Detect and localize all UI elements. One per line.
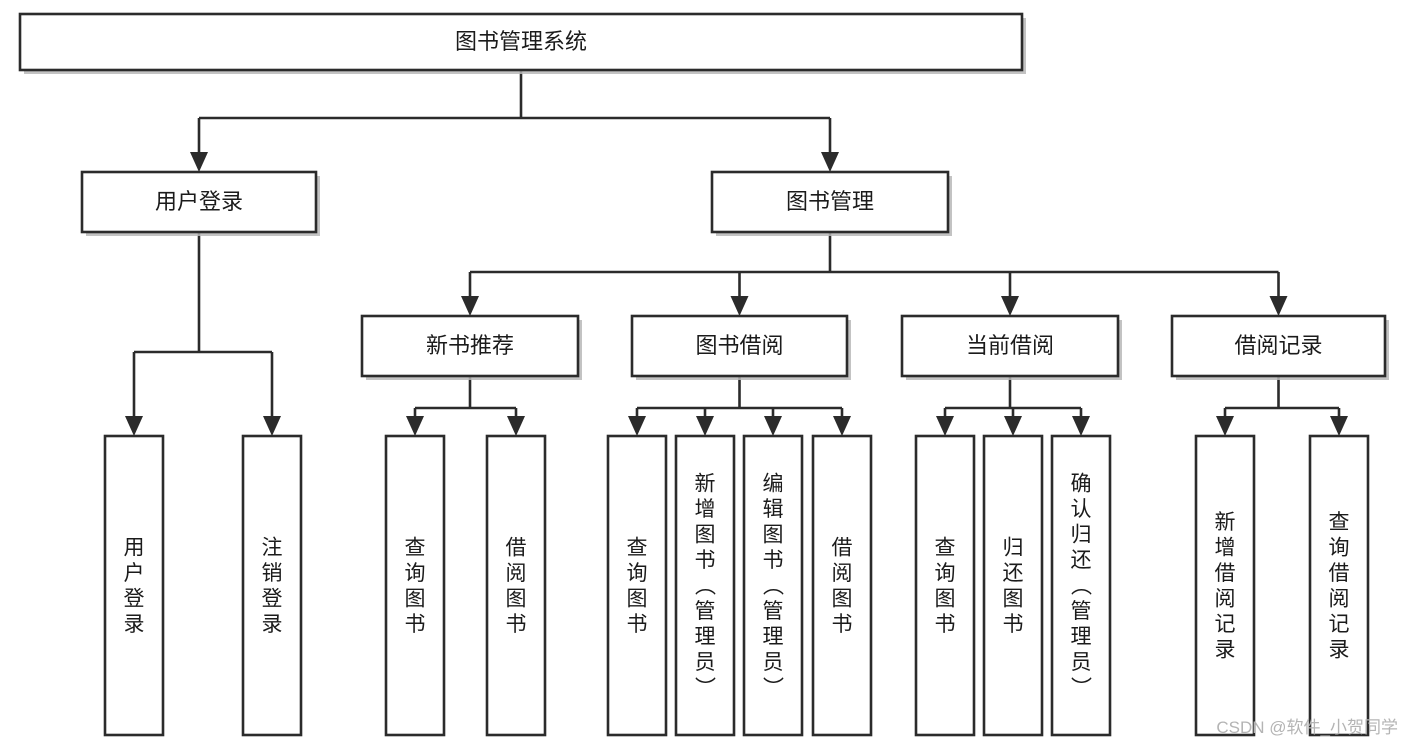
node-label: 借阅记录 <box>1234 333 1322 358</box>
node-label: 新书推荐 <box>426 333 514 358</box>
arrow-head-icon-login-1 <box>263 416 281 436</box>
node-label: 查询借阅记录 <box>1329 511 1350 662</box>
csdn-watermark: CSDN @软件_小贺同学 <box>1216 718 1398 737</box>
arrow-head-icon-bookmgmt-0 <box>461 296 479 316</box>
node-leaf-6[interactable]: 编辑图书（管理员） <box>742 434 804 737</box>
node-leaf-8[interactable]: 查询图书 <box>914 434 976 737</box>
node-leaf-0[interactable]: 用户登录 <box>103 434 165 737</box>
node-label: 注销登录 <box>262 536 283 636</box>
node-label: 借阅图书 <box>832 536 853 636</box>
node-root-0[interactable]: 图书管理系统 <box>18 12 1026 74</box>
node-label: 当前借阅 <box>966 333 1054 358</box>
node-label: 归还图书 <box>1003 536 1024 636</box>
node-label: 图书管理系统 <box>455 29 587 54</box>
node-leaf-5[interactable]: 新增图书（管理员） <box>674 434 736 737</box>
arrow-head-icon-l3-1-3 <box>833 416 851 436</box>
arrow-head-icon-bookmgmt-2 <box>1001 296 1019 316</box>
node-level3-0[interactable]: 新书推荐 <box>360 314 582 380</box>
node-level2-0[interactable]: 用户登录 <box>80 170 320 236</box>
node-leaf-2[interactable]: 查询图书 <box>384 434 446 737</box>
node-label: 编辑图书（管理员） <box>763 473 785 700</box>
arrow-head-icon-root-1 <box>821 152 839 172</box>
node-leaf-1[interactable]: 注销登录 <box>241 434 303 737</box>
arrow-head-icon-l3-2-2 <box>1072 416 1090 436</box>
node-level3-3[interactable]: 借阅记录 <box>1170 314 1389 380</box>
node-leaf-9[interactable]: 归还图书 <box>982 434 1044 737</box>
node-leaf-11[interactable]: 新增借阅记录 <box>1194 434 1256 737</box>
node-label: 查询图书 <box>405 536 426 636</box>
arrow-head-icon-l3-3-0 <box>1216 416 1234 436</box>
node-label: 图书管理 <box>786 189 874 214</box>
node-label: 查询图书 <box>935 536 956 636</box>
node-label: 用户登录 <box>155 189 243 214</box>
arrow-head-icon-l3-0-1 <box>507 416 525 436</box>
arrow-head-icon-bookmgmt-1 <box>730 296 749 316</box>
node-leaf-4[interactable]: 查询图书 <box>606 434 668 737</box>
connector-layer <box>125 70 1348 436</box>
node-label: 查询图书 <box>627 536 648 636</box>
node-layer: 图书管理系统用户登录图书管理新书推荐图书借阅当前借阅借阅记录用户登录注销登录查询… <box>18 12 1389 737</box>
node-leaf-12[interactable]: 查询借阅记录 <box>1308 434 1370 737</box>
node-level3-2[interactable]: 当前借阅 <box>900 314 1122 380</box>
node-leaf-7[interactable]: 借阅图书 <box>811 434 873 737</box>
arrow-head-icon-l3-1-1 <box>696 416 714 436</box>
arrow-head-icon-l3-3-1 <box>1330 416 1348 436</box>
node-level2-1[interactable]: 图书管理 <box>710 170 952 236</box>
node-level3-1[interactable]: 图书借阅 <box>630 314 851 380</box>
node-label: 新增借阅记录 <box>1215 511 1236 662</box>
node-leaf-10[interactable]: 确认归还（管理员） <box>1050 434 1112 737</box>
arrow-head-icon-l3-0-0 <box>406 416 424 436</box>
arrow-head-icon-l3-2-1 <box>1004 416 1022 436</box>
node-label: 确认归还（管理员） <box>1071 473 1093 700</box>
node-label: 图书借阅 <box>695 333 783 358</box>
node-label: 借阅图书 <box>506 536 527 636</box>
arrow-head-icon-bookmgmt-3 <box>1269 296 1288 316</box>
arrow-head-icon-l3-2-0 <box>936 416 954 436</box>
arrow-head-icon-l3-1-0 <box>628 416 646 436</box>
node-leaf-3[interactable]: 借阅图书 <box>485 434 547 737</box>
node-label: 新增图书（管理员） <box>695 473 717 700</box>
arrow-head-icon-login-0 <box>125 416 143 436</box>
arrow-head-icon-root-0 <box>190 152 208 172</box>
arrow-head-icon-l3-1-2 <box>764 416 782 436</box>
node-label: 用户登录 <box>124 536 145 636</box>
